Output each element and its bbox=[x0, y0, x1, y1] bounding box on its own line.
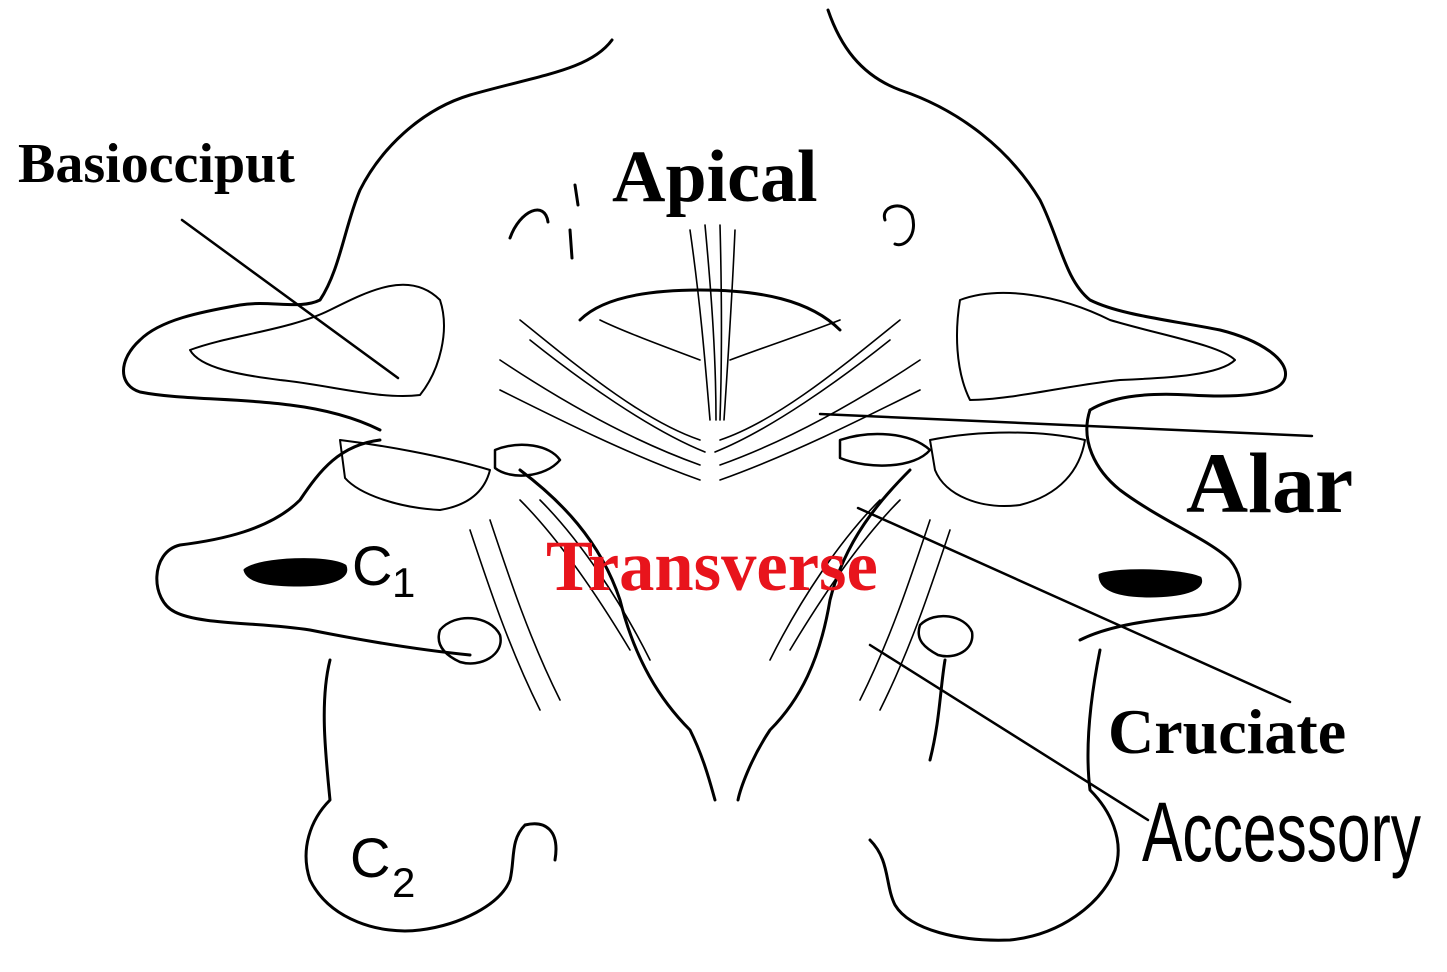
occipital-outline bbox=[124, 40, 613, 430]
label-c2: C bbox=[350, 830, 390, 886]
label-c1: C bbox=[352, 538, 392, 594]
label-accessory: Accessory bbox=[1142, 790, 1421, 874]
label-transverse: Transverse bbox=[546, 530, 878, 602]
label-apical: Apical bbox=[612, 140, 818, 214]
label-alar: Alar bbox=[1186, 440, 1353, 526]
leader-accessory bbox=[870, 645, 1148, 820]
label-basiocciput: Basiocciput bbox=[18, 136, 295, 192]
c1-left bbox=[157, 440, 470, 655]
label-c1-subscript: 1 bbox=[392, 562, 415, 604]
dens-outline bbox=[520, 470, 715, 800]
c2-right bbox=[870, 650, 1118, 940]
label-cruciate: Cruciate bbox=[1108, 700, 1346, 764]
leader-cruciate bbox=[858, 508, 1290, 702]
c2-left bbox=[306, 660, 556, 931]
label-c2-subscript: 2 bbox=[392, 862, 415, 904]
leader-alar bbox=[820, 414, 1312, 436]
leader-basiocciput bbox=[182, 220, 398, 378]
